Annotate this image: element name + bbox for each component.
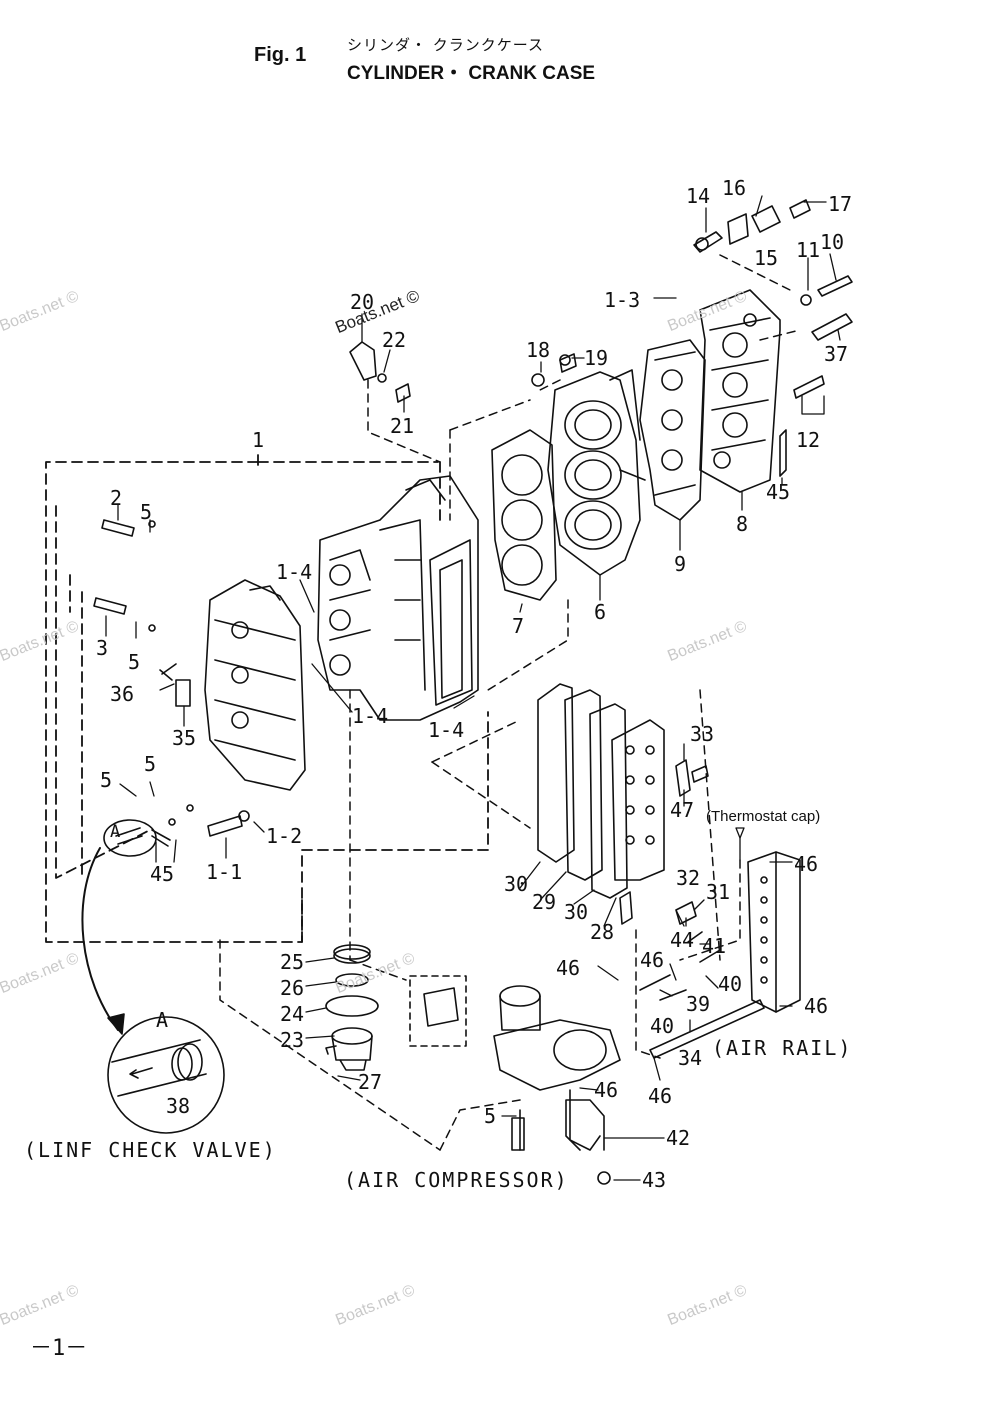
part-label-8[interactable]: 8 bbox=[736, 512, 749, 536]
part-label-14[interactable]: 14 bbox=[686, 184, 711, 208]
assembly-bracket-part-1 bbox=[45, 454, 489, 943]
crankcase-front-half bbox=[204, 579, 306, 791]
part-label-30[interactable]: 30 bbox=[564, 900, 589, 924]
crankcase-1 bbox=[317, 475, 479, 721]
part-label-43[interactable]: 43 bbox=[642, 1168, 667, 1192]
part-label-2[interactable]: 2 bbox=[110, 486, 123, 510]
part-label-22[interactable]: 22 bbox=[382, 328, 407, 352]
part-label-46[interactable]: 46 bbox=[648, 1084, 673, 1108]
thermostat-parts bbox=[325, 944, 467, 1071]
title-japanese: シリンダ・ クランクケース bbox=[347, 36, 545, 54]
part-label-1-1[interactable]: 1-1 bbox=[206, 860, 243, 884]
part-label-39[interactable]: 39 bbox=[686, 992, 711, 1016]
bolts-and-fittings bbox=[93, 199, 853, 1185]
part-label-16[interactable]: 16 bbox=[722, 176, 747, 200]
exhaust-cover-gaskets bbox=[537, 683, 665, 899]
part-label-11[interactable]: 11 bbox=[796, 238, 821, 262]
part-label-45[interactable]: 45 bbox=[766, 480, 791, 504]
part-label-27[interactable]: 27 bbox=[358, 1070, 383, 1094]
part-label-7[interactable]: 7 bbox=[512, 614, 525, 638]
part-label-45[interactable]: 45 bbox=[150, 862, 175, 886]
gasket-9 bbox=[639, 339, 706, 521]
head-gasket-7 bbox=[491, 429, 557, 601]
part-label-35[interactable]: 35 bbox=[172, 726, 197, 750]
caption-line-check-valve: (LINF CHECK VALVE) bbox=[24, 1138, 277, 1162]
part-label-40[interactable]: 40 bbox=[718, 972, 743, 996]
part-label-30[interactable]: 30 bbox=[504, 872, 529, 896]
part-label-18[interactable]: 18 bbox=[526, 338, 551, 362]
part-label-10[interactable]: 10 bbox=[820, 230, 845, 254]
part-label-37[interactable]: 37 bbox=[824, 342, 849, 366]
cylinder-head-6 bbox=[547, 354, 646, 576]
part-label-24[interactable]: 24 bbox=[280, 1002, 305, 1026]
part-label-46[interactable]: 46 bbox=[556, 956, 581, 980]
caption-air-rail: (AIR RAIL) bbox=[712, 1036, 853, 1060]
page-number: －1－ bbox=[30, 1336, 88, 1361]
part-label-46[interactable]: 46 bbox=[794, 852, 819, 876]
figure-label: Fig. 1 bbox=[254, 44, 307, 66]
part-label-36[interactable]: 36 bbox=[110, 682, 135, 706]
part-label-5[interactable]: 5 bbox=[100, 768, 113, 792]
part-label-31[interactable]: 31 bbox=[706, 880, 731, 904]
caption-thermostat-cap: (Thermostat cap) bbox=[706, 808, 821, 825]
caption-air-compressor: (AIR COMPRESSOR) bbox=[344, 1168, 569, 1192]
part-label-25[interactable]: 25 bbox=[280, 950, 305, 974]
part-label-5[interactable]: 5 bbox=[484, 1104, 497, 1128]
part-label-40[interactable]: 40 bbox=[650, 1014, 675, 1038]
part-label-1-4[interactable]: 1-4 bbox=[276, 560, 313, 584]
part-label-15[interactable]: 15 bbox=[754, 246, 779, 270]
part-label-23[interactable]: 23 bbox=[280, 1028, 305, 1052]
detail-a-label: A bbox=[156, 1008, 169, 1032]
part-label-29[interactable]: 29 bbox=[532, 890, 557, 914]
title-english: CYLINDER・ CRANK CASE bbox=[347, 63, 596, 84]
part-label-46[interactable]: 46 bbox=[594, 1078, 619, 1102]
part-label-1[interactable]: 1 bbox=[252, 428, 265, 452]
part-label-44[interactable]: 44 bbox=[670, 928, 695, 952]
part-label-6[interactable]: 6 bbox=[594, 600, 607, 624]
part-label-1-2[interactable]: 1-2 bbox=[266, 824, 303, 848]
part-label-5[interactable]: 5 bbox=[144, 752, 157, 776]
part-label-46[interactable]: 46 bbox=[804, 994, 829, 1018]
air-compressor-assembly bbox=[493, 985, 621, 1151]
detail-a-marker: A bbox=[110, 822, 121, 842]
cylinder-head-cover-8 bbox=[699, 289, 781, 493]
part-leader-lines bbox=[105, 195, 841, 1181]
part-label-12[interactable]: 12 bbox=[796, 428, 821, 452]
part-label-26[interactable]: 26 bbox=[280, 976, 305, 1000]
part-label-28[interactable]: 28 bbox=[590, 920, 615, 944]
part-label-1-3[interactable]: 1-3 bbox=[604, 288, 641, 312]
part-label-1-4[interactable]: 1-4 bbox=[428, 718, 465, 742]
part-label-33[interactable]: 33 bbox=[690, 722, 715, 746]
part-label-19[interactable]: 19 bbox=[584, 346, 609, 370]
part-label-42[interactable]: 42 bbox=[666, 1126, 691, 1150]
part-label-20[interactable]: 20 bbox=[350, 290, 375, 314]
detail-a-line-check-valve bbox=[81, 819, 225, 1134]
part-label-34[interactable]: 34 bbox=[678, 1046, 703, 1070]
part-label-3[interactable]: 3 bbox=[96, 636, 109, 660]
part-label-41[interactable]: 41 bbox=[702, 934, 727, 958]
air-rail-assembly bbox=[747, 851, 801, 1013]
part-label-32[interactable]: 32 bbox=[676, 866, 701, 890]
part-label-38[interactable]: 38 bbox=[166, 1094, 191, 1118]
part-label-46[interactable]: 46 bbox=[640, 948, 665, 972]
part-label-47[interactable]: 47 bbox=[670, 798, 695, 822]
part-label-5[interactable]: 5 bbox=[128, 650, 141, 674]
part-label-9[interactable]: 9 bbox=[674, 552, 687, 576]
part-label-17[interactable]: 17 bbox=[828, 192, 853, 216]
part-label-21[interactable]: 21 bbox=[390, 414, 415, 438]
dashed-leaders bbox=[219, 254, 801, 1151]
part-label-1-4[interactable]: 1-4 bbox=[352, 704, 389, 728]
part-label-5[interactable]: 5 bbox=[140, 500, 153, 524]
